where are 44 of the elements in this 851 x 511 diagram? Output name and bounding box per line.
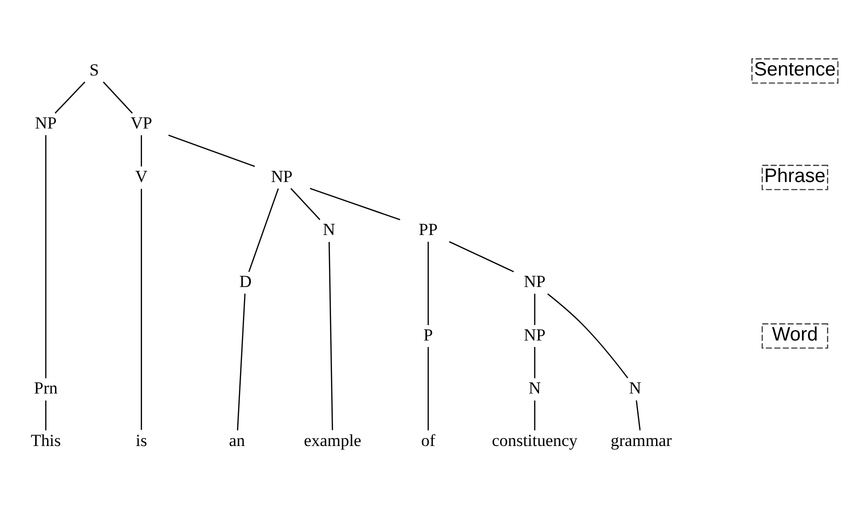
node-text: an bbox=[229, 430, 246, 450]
node-text: N bbox=[322, 220, 336, 240]
node-text: D bbox=[239, 272, 252, 292]
connector bbox=[449, 241, 514, 272]
node-text: S bbox=[89, 60, 99, 80]
connector bbox=[45, 135, 46, 378]
connector bbox=[290, 188, 320, 220]
connector bbox=[248, 188, 279, 272]
node-text: example bbox=[304, 430, 362, 450]
node-text: PP bbox=[418, 220, 438, 240]
connector bbox=[140, 135, 142, 166]
node-text: NP bbox=[524, 325, 546, 344]
node-text: N bbox=[629, 378, 642, 398]
connector bbox=[547, 293, 628, 378]
label: Sentence bbox=[754, 58, 836, 81]
node-text: VP bbox=[130, 114, 152, 133]
connector bbox=[54, 82, 86, 114]
node-text: P bbox=[424, 325, 433, 344]
node-text: NP bbox=[270, 166, 293, 186]
node-text: grammar bbox=[610, 430, 672, 450]
node-text: NP bbox=[524, 272, 546, 292]
connector bbox=[140, 188, 142, 430]
connector bbox=[534, 347, 536, 378]
node-text: NP bbox=[34, 114, 57, 133]
node-text: of bbox=[421, 430, 436, 450]
connector bbox=[45, 400, 46, 430]
connector bbox=[428, 347, 429, 430]
connector bbox=[168, 134, 255, 168]
node-text: Prn bbox=[34, 378, 58, 398]
connector bbox=[534, 294, 536, 325]
node-text: V bbox=[135, 166, 148, 186]
node-text: is bbox=[136, 430, 148, 450]
label: Word bbox=[772, 324, 818, 346]
connector bbox=[310, 188, 400, 220]
node-text: N bbox=[528, 378, 541, 398]
connector bbox=[534, 400, 536, 430]
node-text: constituency bbox=[492, 430, 578, 450]
connector bbox=[636, 400, 641, 430]
label: Phrase bbox=[764, 165, 826, 188]
connector bbox=[328, 242, 334, 430]
connector bbox=[428, 242, 429, 326]
node-text: This bbox=[30, 430, 61, 450]
connector bbox=[236, 294, 246, 430]
connector bbox=[102, 82, 133, 114]
